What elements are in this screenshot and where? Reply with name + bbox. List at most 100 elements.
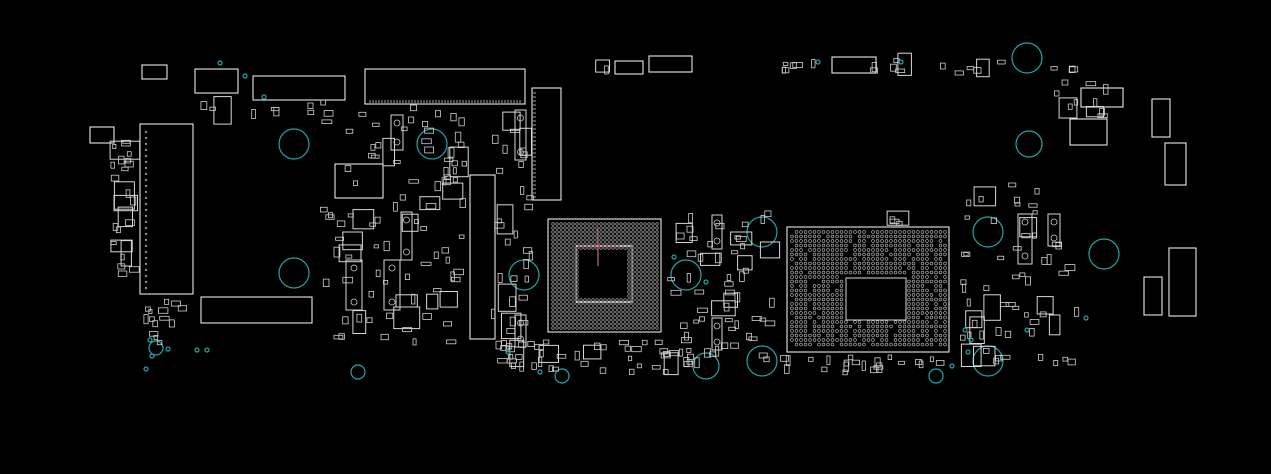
smd-component[interactable] — [960, 334, 966, 341]
smd-component[interactable] — [1048, 314, 1061, 336]
smd-component[interactable] — [421, 121, 429, 128]
smd-component[interactable] — [383, 240, 390, 252]
smd-component[interactable] — [711, 317, 723, 351]
smd-component[interactable] — [663, 351, 671, 357]
smd-component[interactable] — [782, 66, 787, 74]
smd-component[interactable] — [441, 247, 449, 254]
smd-component[interactable] — [432, 288, 442, 293]
smd-component[interactable] — [333, 246, 341, 258]
smd-component[interactable] — [1046, 254, 1052, 265]
right-header-c[interactable] — [1151, 98, 1171, 138]
smd-component[interactable] — [604, 65, 609, 75]
smd-component[interactable] — [556, 353, 567, 359]
smd-component[interactable] — [636, 363, 642, 369]
smd-component[interactable] — [366, 317, 373, 323]
smd-component[interactable] — [746, 332, 752, 341]
vertical-connector[interactable] — [469, 174, 496, 340]
smd-component[interactable] — [125, 189, 131, 198]
smd-component[interactable] — [1008, 182, 1017, 188]
smd-component[interactable] — [1025, 276, 1031, 286]
smd-component[interactable] — [686, 347, 692, 353]
smd-component[interactable] — [670, 289, 682, 296]
smd-component[interactable] — [514, 109, 527, 161]
smd-component[interactable] — [323, 110, 334, 117]
smd-component[interactable] — [1038, 353, 1044, 361]
smd-component[interactable] — [681, 337, 692, 344]
smd-component[interactable] — [1029, 327, 1035, 337]
mounting-hole[interactable] — [670, 259, 702, 291]
smd-component[interactable] — [125, 219, 135, 227]
smd-component[interactable] — [808, 356, 814, 362]
top-center-connector[interactable] — [252, 75, 346, 101]
smd-component[interactable] — [148, 308, 153, 314]
smd-component[interactable] — [960, 343, 982, 368]
smd-component[interactable] — [720, 342, 729, 349]
smd-component[interactable] — [748, 336, 758, 341]
smd-component[interactable] — [686, 225, 694, 233]
smd-component[interactable] — [995, 355, 1003, 362]
smd-component[interactable] — [897, 52, 912, 76]
smd-component[interactable] — [1062, 356, 1069, 362]
mounting-hole[interactable] — [416, 128, 448, 160]
smd-component[interactable] — [594, 342, 601, 351]
smd-component[interactable] — [510, 362, 516, 369]
smd-component[interactable] — [509, 316, 517, 327]
smd-component[interactable] — [676, 232, 685, 240]
smd-component[interactable] — [599, 367, 607, 374]
smd-component[interactable] — [574, 350, 580, 361]
smd-component[interactable] — [152, 320, 158, 328]
smd-component[interactable] — [130, 196, 137, 206]
mounting-hole[interactable] — [148, 340, 164, 356]
smd-component[interactable] — [112, 222, 119, 231]
smd-component[interactable] — [518, 320, 529, 326]
smd-component[interactable] — [983, 294, 1001, 321]
smd-component[interactable] — [697, 307, 708, 313]
smd-component[interactable] — [983, 285, 990, 292]
smd-component[interactable] — [322, 278, 330, 288]
smd-component[interactable] — [1064, 264, 1076, 271]
smd-component[interactable] — [531, 362, 537, 370]
smd-component[interactable] — [453, 268, 464, 276]
smd-component[interactable] — [737, 255, 753, 271]
mounting-hole[interactable] — [928, 368, 944, 384]
smd-component[interactable] — [497, 283, 517, 312]
smd-component[interactable] — [847, 354, 854, 361]
smd-component[interactable] — [502, 144, 508, 154]
top-connector[interactable] — [831, 56, 877, 74]
smd-component[interactable] — [209, 106, 216, 111]
smd-component[interactable] — [711, 214, 723, 250]
smd-component[interactable] — [434, 181, 441, 192]
smd-component[interactable] — [821, 366, 828, 373]
smd-component[interactable] — [715, 345, 720, 357]
smd-component[interactable] — [401, 213, 419, 232]
smd-component[interactable] — [434, 110, 441, 118]
smd-component[interactable] — [684, 331, 689, 341]
smd-component[interactable] — [995, 327, 1002, 336]
smd-component[interactable] — [731, 250, 739, 255]
smd-component[interactable] — [629, 368, 635, 376]
smd-component[interactable] — [699, 316, 705, 322]
smd-component[interactable] — [420, 261, 432, 266]
smd-component[interactable] — [751, 315, 762, 321]
smd-component[interactable] — [124, 160, 134, 168]
smd-component[interactable] — [500, 339, 507, 346]
smd-component[interactable] — [724, 318, 733, 323]
smd-component[interactable] — [325, 214, 335, 220]
smd-component[interactable] — [449, 146, 469, 178]
top-left-connector[interactable] — [364, 68, 526, 105]
smd-component[interactable] — [526, 195, 534, 201]
smd-component[interactable] — [898, 360, 905, 365]
smd-component[interactable] — [976, 58, 990, 78]
ic-chip[interactable] — [141, 64, 168, 80]
cpu-bga-package[interactable] — [547, 218, 662, 333]
smd-component[interactable] — [861, 360, 866, 371]
vertical-connector[interactable] — [531, 87, 562, 201]
smd-component[interactable] — [1068, 65, 1076, 73]
smd-component[interactable] — [1058, 270, 1069, 276]
smd-component[interactable] — [973, 345, 996, 367]
smd-component[interactable] — [370, 144, 376, 151]
smd-component[interactable] — [118, 155, 125, 165]
mounting-hole[interactable] — [554, 368, 570, 384]
smd-component[interactable] — [782, 61, 789, 66]
smd-component[interactable] — [527, 340, 535, 347]
